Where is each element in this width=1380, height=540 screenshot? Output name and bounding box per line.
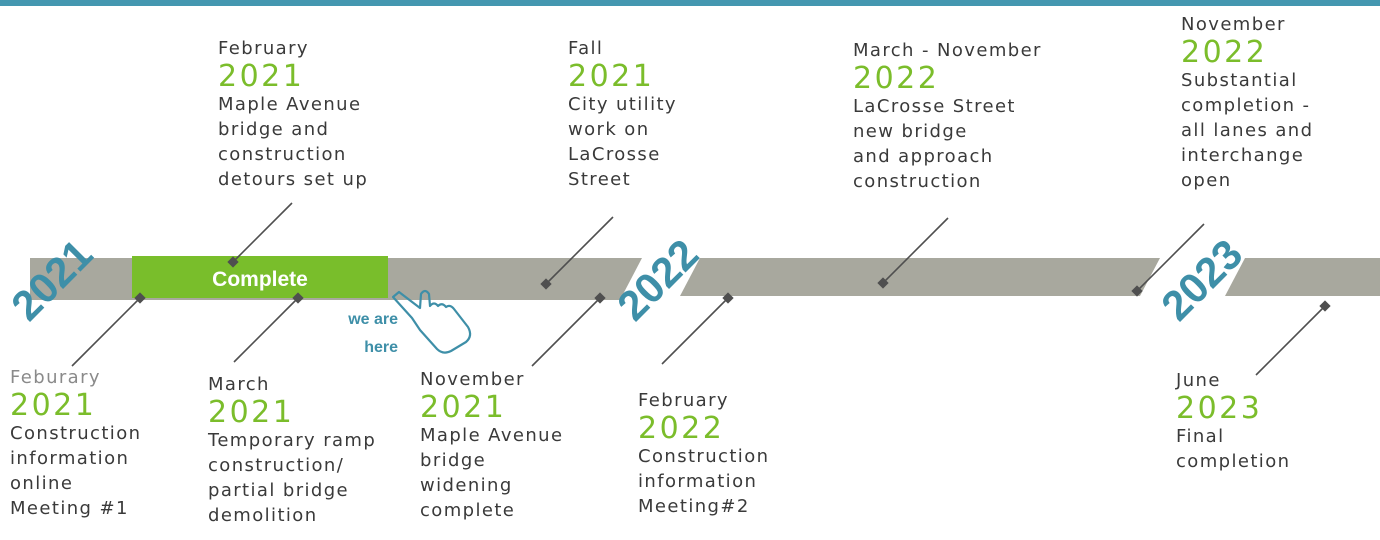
progress-label: Complete bbox=[212, 268, 308, 291]
connector-dot bbox=[134, 292, 146, 304]
event-below: Feburary 2021 Construction information o… bbox=[10, 365, 141, 521]
connector-line bbox=[531, 297, 601, 367]
connector-dot bbox=[292, 292, 304, 304]
you-are-here-label: we are here bbox=[330, 306, 398, 362]
event-description: Construction information Meeting#2 bbox=[638, 446, 770, 517]
connector-dot bbox=[594, 292, 606, 304]
event-year: 2021 bbox=[568, 59, 655, 94]
event-year: 2022 bbox=[1181, 35, 1268, 70]
event-description: Maple Avenue bridge widening complete bbox=[420, 425, 564, 521]
connector-line bbox=[545, 216, 614, 285]
connector-dot bbox=[1319, 300, 1331, 312]
event-year: 2021 bbox=[10, 388, 97, 423]
event-description: Substantial completion - all lanes and i… bbox=[1181, 70, 1314, 191]
you-are-here-text: we are here bbox=[348, 311, 398, 356]
event-date: Feburary bbox=[10, 367, 101, 388]
connector-dot bbox=[227, 256, 239, 268]
event-year: 2021 bbox=[218, 59, 305, 94]
connector-line bbox=[661, 297, 729, 365]
connector-line bbox=[71, 297, 141, 367]
event-above: Fall 2021 City utility work on LaCrosse … bbox=[568, 36, 677, 192]
event-date: March bbox=[208, 374, 270, 395]
event-description: Construction information online Meeting … bbox=[10, 423, 142, 519]
event-description: Maple Avenue bridge and construction det… bbox=[218, 94, 369, 190]
event-below: June 2023 Final completion bbox=[1176, 368, 1290, 474]
connector-line bbox=[232, 202, 293, 263]
connector-dot bbox=[877, 277, 889, 289]
connector-dot bbox=[540, 278, 552, 290]
event-below: March 2021 Temporary ramp construction/ … bbox=[208, 372, 376, 528]
timeline-band-segment-2023 bbox=[1225, 258, 1380, 296]
event-above: February 2021 Maple Avenue bridge and co… bbox=[218, 36, 368, 192]
event-below: November 2021 Maple Avenue bridge wideni… bbox=[420, 367, 563, 523]
event-date: March - November bbox=[853, 40, 1042, 61]
connector-line bbox=[233, 297, 299, 363]
event-year: 2022 bbox=[853, 61, 940, 96]
timeline-band-segment-2022 bbox=[680, 258, 1160, 296]
connector-line bbox=[1255, 305, 1326, 376]
event-date: February bbox=[638, 390, 729, 411]
progress-bar bbox=[132, 256, 388, 298]
event-description: Final completion bbox=[1176, 426, 1291, 472]
event-date: February bbox=[218, 38, 309, 59]
event-above: November 2022 Substantial completion - a… bbox=[1181, 12, 1313, 193]
connector-line bbox=[1136, 223, 1205, 292]
connector-line bbox=[882, 217, 949, 284]
event-date: Fall bbox=[568, 38, 604, 59]
event-description: Temporary ramp construction/ partial bri… bbox=[208, 430, 377, 526]
event-year: 2021 bbox=[420, 390, 507, 425]
top-accent-bar bbox=[0, 0, 1380, 6]
event-description: City utility work on LaCrosse Street bbox=[568, 94, 677, 190]
event-year: 2023 bbox=[1176, 391, 1263, 426]
event-date: November bbox=[1181, 14, 1286, 35]
pointing-hand-icon bbox=[391, 289, 472, 354]
event-year: 2022 bbox=[638, 411, 725, 446]
event-description: LaCrosse Street new bridge and approach … bbox=[853, 96, 1016, 192]
event-below: February 2022 Construction information M… bbox=[638, 388, 769, 519]
connector-layer bbox=[71, 202, 1331, 376]
connector-dot bbox=[722, 292, 734, 304]
event-date: June bbox=[1176, 370, 1221, 391]
event-above: March - November 2022 LaCrosse Street ne… bbox=[853, 38, 1042, 194]
connector-dot bbox=[1131, 285, 1143, 297]
event-date: November bbox=[420, 369, 525, 390]
event-year: 2021 bbox=[208, 395, 295, 430]
